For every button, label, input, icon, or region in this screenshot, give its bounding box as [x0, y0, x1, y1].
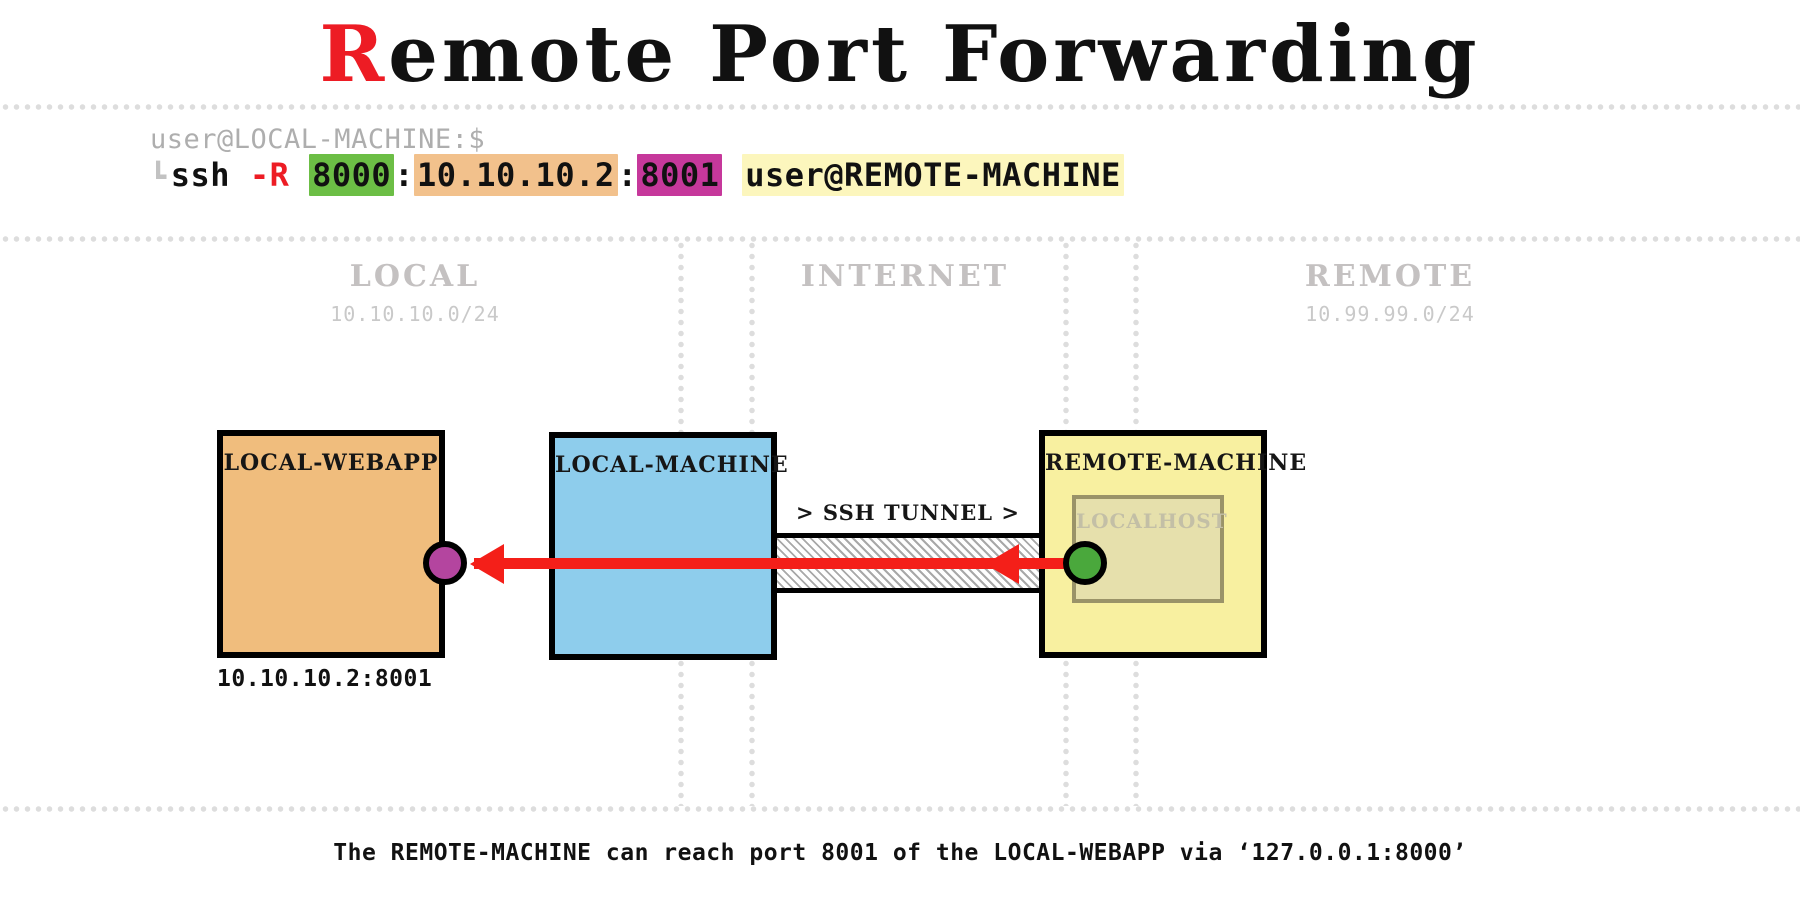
command-colon-1: : — [394, 156, 414, 195]
command-colon-2: : — [617, 156, 638, 195]
divider-command — [0, 236, 1800, 242]
command-target-host: 10.10.10.2 — [413, 154, 618, 197]
caption-text: The REMOTE-MACHINE can reach port 8001 o… — [333, 840, 1467, 866]
divider-bottom — [0, 806, 1800, 812]
command-destination: user@REMOTE-MACHINE — [742, 154, 1124, 197]
command-remote-port: 8000 — [309, 154, 395, 197]
zone-name-internet: INTERNET — [800, 259, 1010, 294]
title-bar: Remote Port Forwarding — [0, 0, 1800, 110]
node-remote-machine-label: REMOTE-MACHINE — [1045, 450, 1308, 476]
prompt-corner-icon: ┗ — [150, 162, 167, 194]
zone-header-local: LOCAL 10.10.10.0/24 — [160, 258, 670, 327]
zone-header-internet: INTERNET — [755, 258, 1055, 302]
command-program: ssh — [170, 156, 231, 195]
command-block: user@LOCAL-MACHINE:$ ┗ssh -R 8000:10.10.… — [150, 124, 1124, 197]
zone-header-remote: REMOTE 10.99.99.0/24 — [1140, 258, 1640, 327]
shell-prompt: user@LOCAL-MACHINE:$ — [150, 124, 486, 155]
divider-top — [0, 104, 1800, 110]
endpoint-webapp-port-icon — [423, 541, 467, 585]
arrowhead-to-webapp-icon — [470, 544, 504, 584]
local-webapp-address: 10.10.10.2:8001 — [217, 666, 433, 692]
node-localhost-label: LOCALHOST — [1076, 509, 1228, 533]
page-title-accent-letter: R — [319, 9, 389, 100]
traffic-flow-line — [474, 558, 1070, 569]
zone-name-local: LOCAL — [349, 259, 481, 294]
ssh-command-line: ┗ssh -R 8000:10.10.10.2:8001 user@REMOTE… — [150, 154, 1124, 197]
node-local-webapp: LOCAL-WEBAPP — [217, 430, 445, 658]
node-local-machine-label: LOCAL-MACHINE — [555, 452, 789, 478]
ssh-tunnel-label: > SSH TUNNEL > — [796, 500, 1020, 525]
zone-name-remote: REMOTE — [1304, 259, 1476, 294]
endpoint-remote-listener-icon — [1063, 541, 1107, 585]
zone-cidr-remote: 10.99.99.0/24 — [1305, 301, 1475, 326]
node-local-webapp-label: LOCAL-WEBAPP — [223, 450, 439, 476]
command-flag-R: -R — [249, 156, 290, 195]
arrowhead-tunnel-exit-icon — [985, 544, 1019, 584]
page-title-rest: emote Port Forwarding — [388, 9, 1481, 100]
node-local-machine: LOCAL-MACHINE — [549, 432, 789, 660]
command-target-port: 8001 — [637, 154, 723, 197]
zone-cidr-local: 10.10.10.0/24 — [330, 301, 500, 326]
page-title: Remote Port Forwarding — [319, 16, 1480, 94]
